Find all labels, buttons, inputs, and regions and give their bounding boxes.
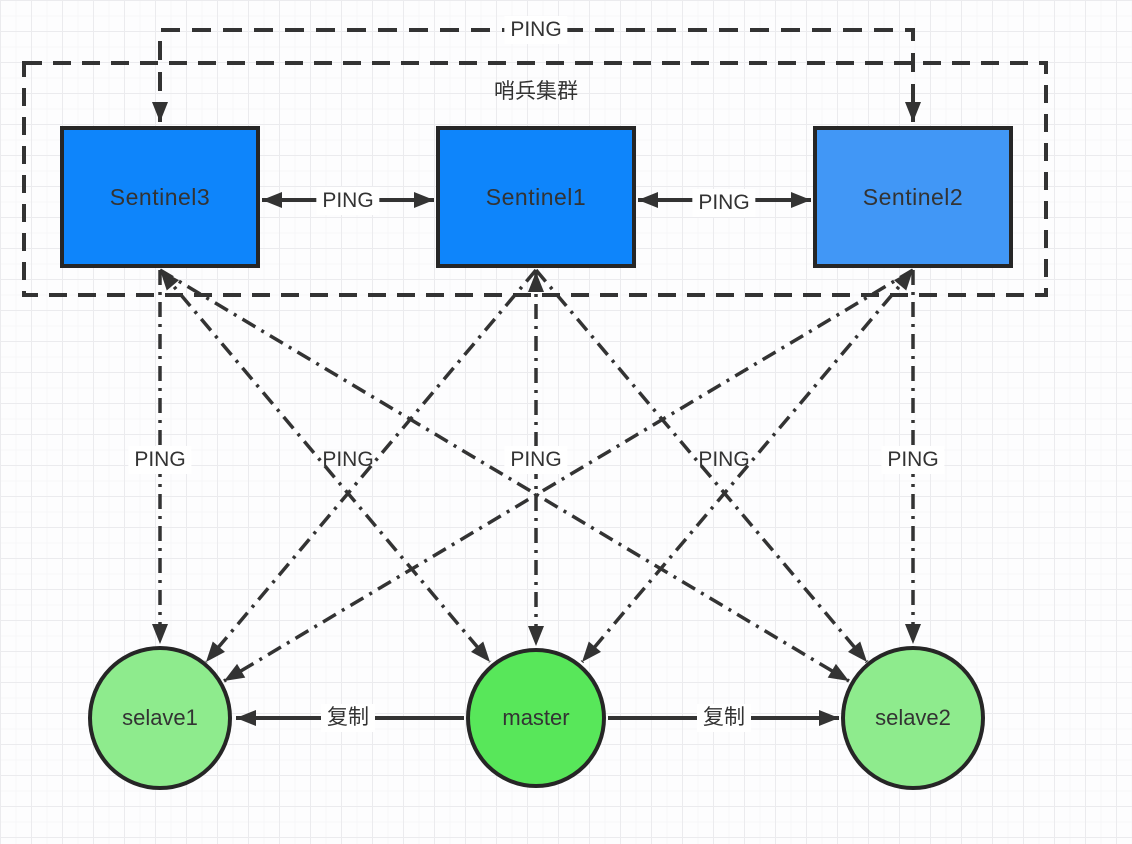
sentinel2-master-line xyxy=(580,268,915,664)
sentinel3-selave2-line xyxy=(159,268,850,683)
sentinel1-sentinel2-ping-label: PING xyxy=(692,189,756,217)
sentinel1-selave1-line xyxy=(204,268,538,664)
replication-label-left: 复制 xyxy=(321,704,375,732)
replication-label-right: 复制 xyxy=(697,704,751,732)
cluster-title: 哨兵集群 xyxy=(494,80,578,103)
monitor-ping-label-0: PING xyxy=(128,446,192,474)
sentinel3-label: Sentinel3 xyxy=(109,183,211,210)
selave2-node: selave2 xyxy=(841,646,985,790)
sentinel3-sentinel1-ping-label: PING xyxy=(316,187,380,215)
monitor-ping-label-3: PING xyxy=(698,448,750,471)
selave2-label: selave2 xyxy=(875,705,951,730)
sentinel3-master-line xyxy=(158,268,492,664)
monitor-ping-label-2: PING xyxy=(504,446,568,474)
sentinel1-label: Sentinel1 xyxy=(485,183,587,210)
sentinel2-node: Sentinel2 xyxy=(813,126,1013,268)
sentinel2-label: Sentinel2 xyxy=(862,183,964,210)
selave1-node: selave1 xyxy=(88,646,232,790)
master-node: master xyxy=(466,648,606,788)
top-ping-label: PING xyxy=(504,16,568,44)
sentinel2-selave1-line xyxy=(223,268,914,683)
master-label: master xyxy=(502,705,570,730)
sentinel1-node: Sentinel1 xyxy=(436,126,636,268)
monitor-ping-label-4: PING xyxy=(881,446,945,474)
selave1-label: selave1 xyxy=(122,705,198,730)
monitor-ping-label-1: PING xyxy=(322,448,374,471)
sentinel-cluster-border xyxy=(22,61,1048,297)
sentinel3-node: Sentinel3 xyxy=(60,126,260,268)
